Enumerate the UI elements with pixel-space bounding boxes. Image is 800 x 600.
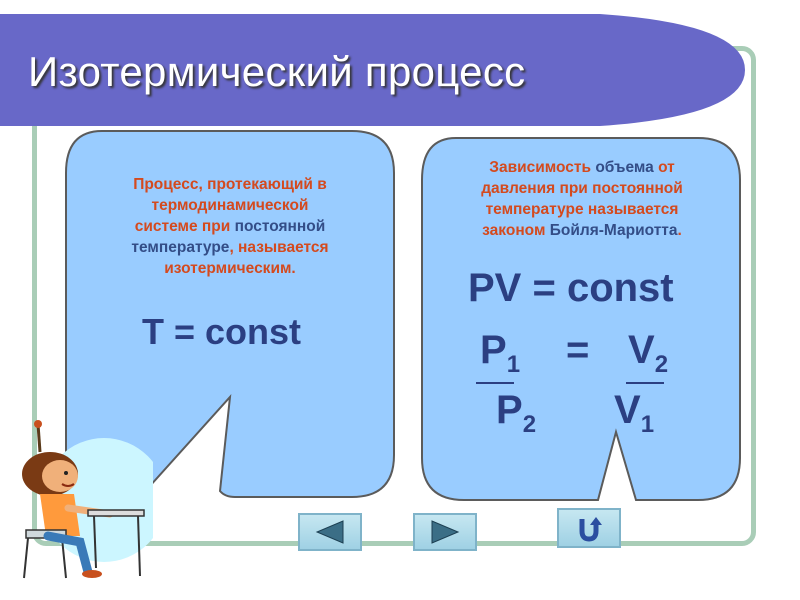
triangle-right-icon [431, 520, 460, 544]
ratio-p-top: P1 [480, 328, 521, 378]
boyle-mariotte-formula: PV = const [468, 266, 674, 310]
return-button[interactable] [557, 508, 621, 548]
isothermal-formula: T = const [142, 311, 302, 352]
ratio-v-bottom: V1 [614, 388, 655, 438]
triangle-left-icon [315, 520, 344, 544]
ratio-right-fraction-bar [626, 382, 664, 384]
ratio-v-top: V2 [628, 328, 669, 378]
girl-at-desk-illustration [22, 420, 153, 579]
title-banner [0, 14, 745, 126]
isothermal-definition: Процесс, протекающий в термодинамической… [131, 176, 329, 277]
left-speech-bubble: Процесс, протекающий в термодинамической… [60, 125, 400, 505]
u-turn-arrow-icon [579, 517, 602, 542]
boyle-mariotte-definition: Зависимость объема от давления при посто… [481, 159, 683, 239]
ratio-p-bottom: P2 [496, 388, 537, 438]
slide-title: Изотермический процесс [28, 48, 526, 95]
next-slide-button[interactable] [413, 513, 477, 551]
ratio-left-fraction-bar [476, 382, 514, 384]
right-speech-bubble: Зависимость объема от давления при посто… [416, 132, 746, 512]
ratio-equals-sign: = [566, 328, 590, 372]
previous-slide-button[interactable] [298, 513, 362, 551]
